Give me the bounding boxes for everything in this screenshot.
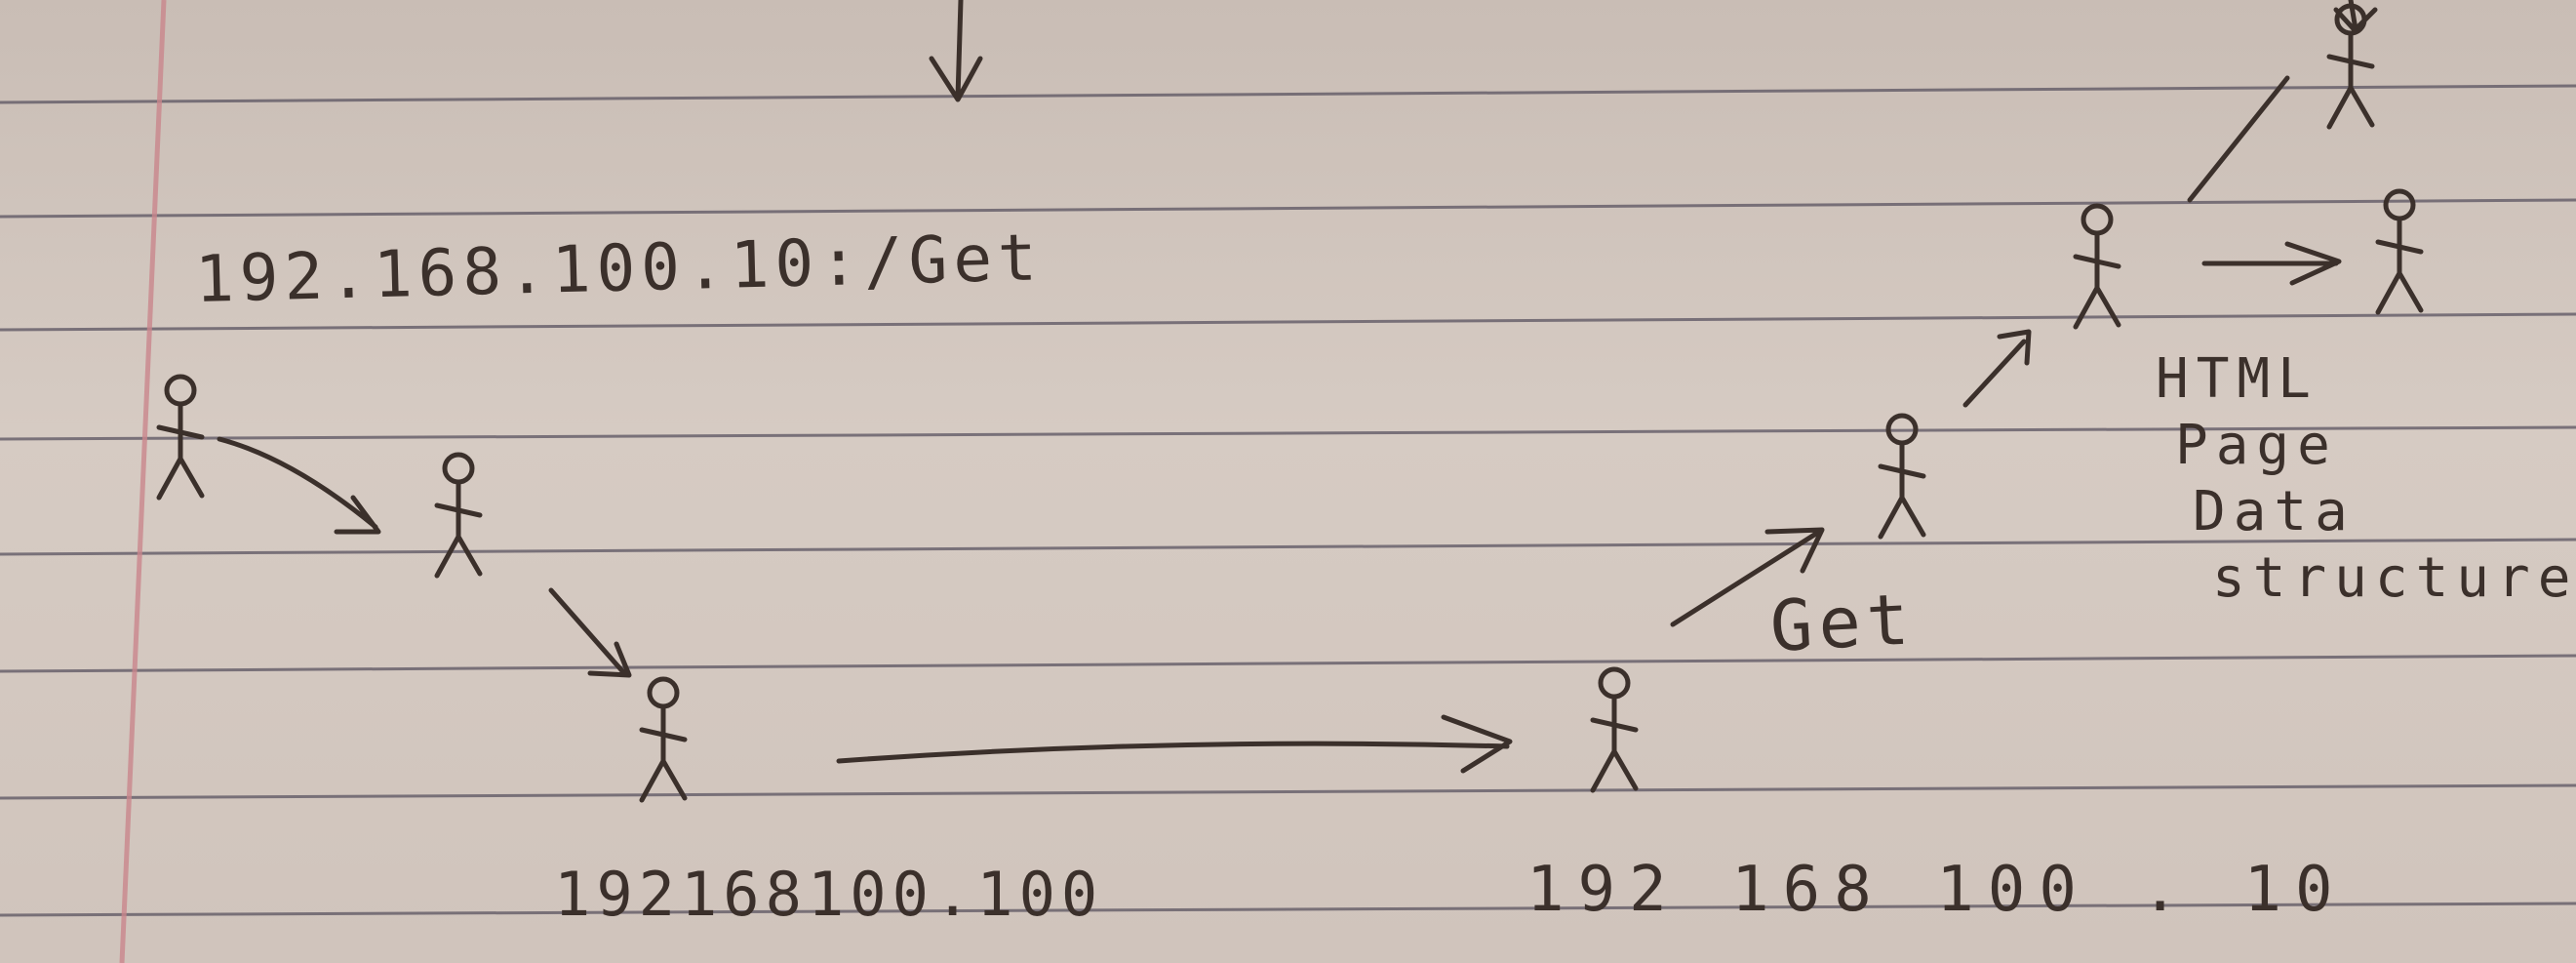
arrow-6-to-7 xyxy=(2201,241,2342,286)
stick-figure-2 xyxy=(434,452,483,579)
structure-word: structure xyxy=(2212,546,2576,610)
ip-label-left: 192168100.100 xyxy=(554,859,1104,930)
arrow-5-to-6 xyxy=(1962,329,2032,408)
get-label: Get xyxy=(1767,578,1918,667)
stick-figure-1 xyxy=(156,374,205,501)
stick-figure-7 xyxy=(2375,188,2424,315)
stick-figure-3 xyxy=(639,676,688,803)
stick-figure-6 xyxy=(2073,203,2121,330)
data-word: Data xyxy=(2193,480,2356,543)
arrow-top-down xyxy=(929,0,983,102)
ip-label-right: 192 168 100 . 10 xyxy=(1526,854,2347,926)
arrow-2-to-3 xyxy=(548,587,632,678)
arrow-6-to-8 xyxy=(2187,75,2290,203)
html-page-data-structure-note: HTML Page Data structure xyxy=(2156,346,2576,612)
margin-line xyxy=(119,0,167,963)
html-word: HTML xyxy=(2156,347,2318,411)
arrow-1-to-2 xyxy=(217,436,381,535)
arrow-4-to-5 xyxy=(1670,527,1825,627)
stick-figure-4 xyxy=(1590,666,1639,793)
arrow-3-to-4 xyxy=(836,714,1513,774)
stick-figure-5 xyxy=(1878,413,1926,540)
stick-figure-8 xyxy=(2326,3,2375,130)
page-word: Page xyxy=(2175,414,2338,477)
